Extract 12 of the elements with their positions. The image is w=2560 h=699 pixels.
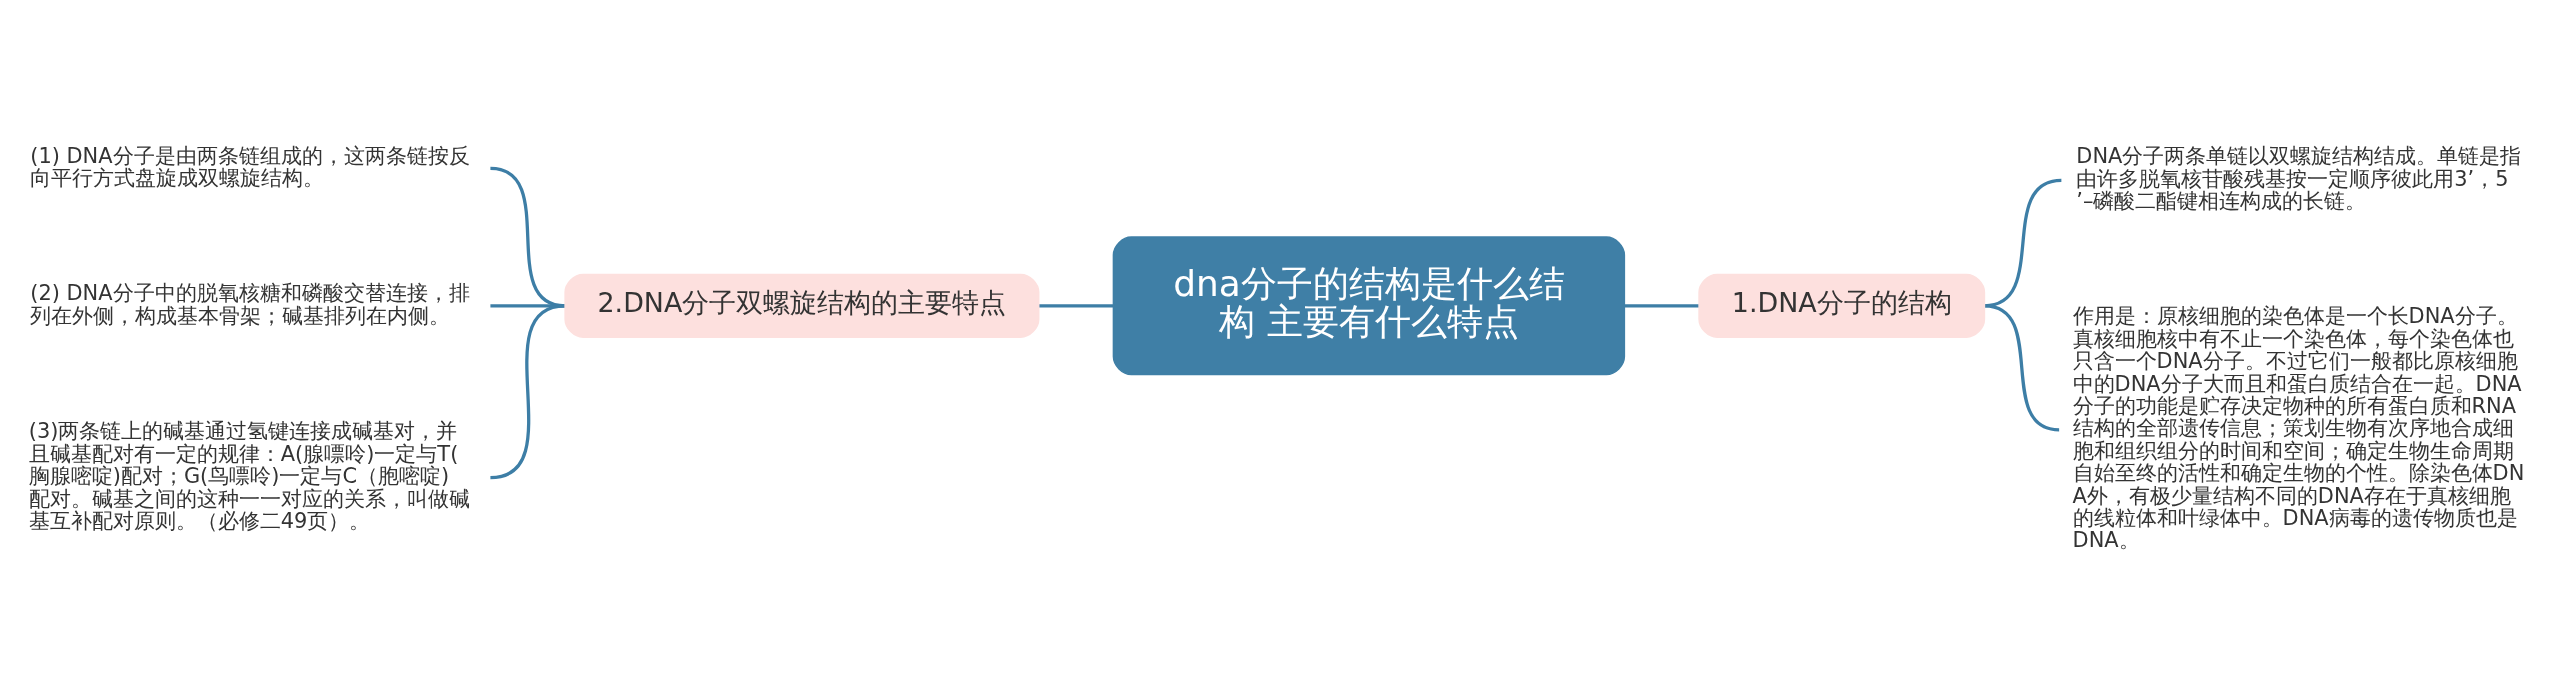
node-box: dna分子的结构是什么结构 主要有什么特点 [1112,236,1626,376]
connector [1624,304,1700,308]
node-box: 2.DNA分子双螺旋结构的主要特点 [564,273,1040,338]
node-text: DNA分子两条单链以双螺旋结构结成。单链是指由许多脱氧核苷酸残基按一定顺序彼此用3’，5’–磷酸二酯键相连构成的长链。 [2076,144,2522,214]
node-box: 1.DNA分子的结构 [1698,273,1986,338]
connector [1038,304,1114,308]
connector [1984,304,2060,432]
node-text: (2) DNA分子中的脱氧核糖和磷酸交替连接，排列在外侧，构成基本骨架；碱基排列在内侧。 [30,281,470,328]
node-text: 作用是：原核细胞的染色体是一个长DNA分子。真核细胞核中有不止一个染色体，每个染色体也只含一个DNA分子。不过它们一般都比原核细胞中的DNA分子大而且和蛋白质结合在一起。DNA分子的功能是贮存决定物种的所有蛋白质和RNA结构的全部遗传信息；策划生物有次序地合成细胞和组织组分的时间和空间；确定生物生命周期自始至终的活性和确定生物的个性。除染色体DNA外，有极少量结构不同的DNA存在于真核细胞的线粒体和叶绿体中。DNA病毒的遗传物质也是DNA。 [2072,304,2525,553]
connector [490,304,566,480]
node-text: (1) DNA分子是由两条链组成的，这两条链按反向平行方式盘旋成双螺旋结构。 [30,143,470,191]
node-text: (3)两条链上的碱基通过氢键连接成碱基对，并且碱基配对有一定的规律：A(腺嘌呤)一定与T(胸腺嘧啶)配对；G(鸟嘌呤)一定与C（胞嘧啶)配对。碱基之间的这种一一对应的关系，叫做碱基互补配对原则。（必修二49页）。 [28,419,470,533]
